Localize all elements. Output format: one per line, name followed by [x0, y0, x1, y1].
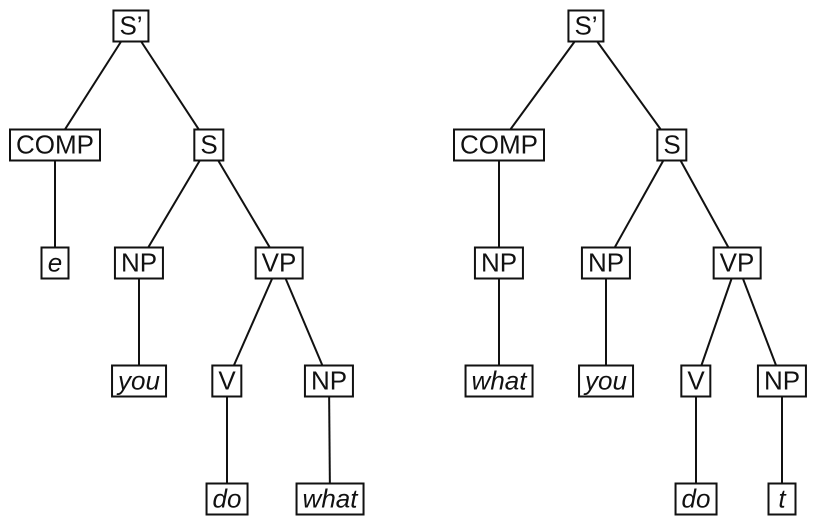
left-tree-node-np-obj: NP	[303, 364, 355, 398]
right-tree-edge-s-np-subj	[605, 144, 673, 264]
right-tree-node-np-obj: NP	[756, 364, 808, 398]
right-tree-node-t: t	[767, 482, 797, 516]
right-tree-edge-vp-np-obj	[736, 262, 783, 382]
right-tree-node-np-comp: NP	[473, 246, 525, 280]
left-tree-edge-vp-np-obj	[278, 262, 330, 382]
right-tree-edge-sbar-s	[585, 25, 673, 146]
right-tree-node-s: S	[656, 128, 688, 162]
right-tree-node-v: V	[680, 364, 712, 398]
left-tree-edge-np-obj-what	[328, 380, 331, 500]
left-tree-node-what: what	[295, 482, 365, 516]
left-tree-node-comp: COMP	[9, 128, 101, 162]
right-tree-node-what: what	[464, 364, 534, 398]
left-tree-node-v: V	[211, 364, 243, 398]
left-tree-edge-s-np-subj	[138, 144, 210, 264]
right-tree-edge-sbar-comp	[498, 25, 587, 146]
left-tree-edge-vp-v	[226, 262, 280, 382]
right-tree-node-comp: COMP	[453, 128, 545, 162]
right-tree-node-vp: VP	[712, 246, 762, 280]
left-tree-node-np-subj: NP	[113, 246, 165, 280]
left-tree-node-do: do	[205, 482, 249, 516]
left-tree-node-you: you	[111, 364, 167, 398]
left-tree-node-e: e	[40, 246, 70, 280]
right-tree-node-do: do	[674, 482, 718, 516]
left-tree-edge-s-vp	[208, 144, 280, 264]
right-tree-edge-s-vp	[671, 144, 738, 264]
left-tree-node-sbar: S’	[112, 9, 150, 43]
right-tree-edge-vp-v	[695, 262, 738, 382]
left-tree-node-s: S	[193, 128, 225, 162]
right-tree-node-sbar: S’	[567, 9, 605, 43]
right-tree-node-np-subj: NP	[580, 246, 632, 280]
left-tree-edge-sbar-comp	[54, 25, 132, 146]
left-tree-edge-sbar-s	[130, 25, 210, 146]
left-tree-node-vp: VP	[254, 246, 304, 280]
right-tree-node-you: you	[578, 364, 634, 398]
